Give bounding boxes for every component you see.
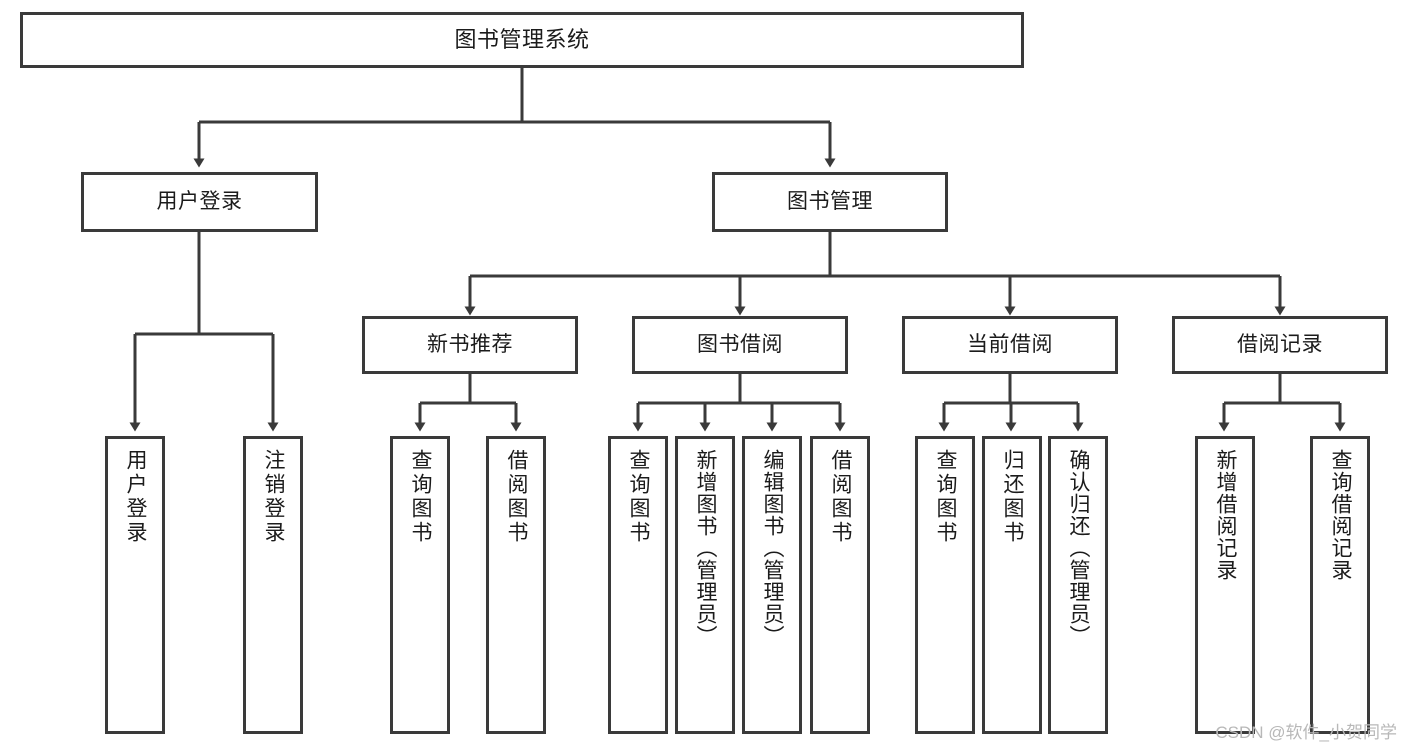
node-root-system[interactable]: 图书管理系统 (20, 12, 1024, 68)
node-new-book-recommend[interactable]: 新书推荐 (362, 316, 578, 374)
node-return-book[interactable]: 归还图书 (982, 436, 1042, 734)
node-book-borrow[interactable]: 图书借阅 (632, 316, 848, 374)
node-current-borrow[interactable]: 当前借阅 (902, 316, 1118, 374)
node-label: 新书推荐 (427, 332, 513, 356)
node-query-borrow-record[interactable]: 查询借阅记录 (1310, 436, 1370, 734)
node-label: 新增借阅记录 (1214, 449, 1238, 581)
node-label: 确认归还（管理员） (1067, 449, 1091, 647)
node-borrow-book-2[interactable]: 借阅图书 (810, 436, 870, 734)
node-label: 图书借阅 (697, 332, 783, 356)
node-label: 查询图书 (627, 449, 651, 545)
node-label: 用户登录 (156, 189, 243, 213)
node-label: 归还图书 (1001, 449, 1025, 545)
node-label: 查询图书 (934, 449, 958, 545)
node-label: 当前借阅 (967, 332, 1053, 356)
node-user-login[interactable]: 用户登录 (81, 172, 318, 232)
node-label: 图书管理系统 (454, 27, 590, 53)
node-query-book-1[interactable]: 查询图书 (390, 436, 450, 734)
csdn-watermark: CSDN @软件_小贺同学 (1215, 723, 1397, 742)
node-edit-book[interactable]: 编辑图书（管理员） (742, 436, 802, 734)
node-user-logout[interactable]: 注销登录 (243, 436, 303, 734)
node-book-management[interactable]: 图书管理 (712, 172, 948, 232)
node-label: 查询借阅记录 (1329, 449, 1353, 581)
node-label: 注销登录 (262, 449, 286, 545)
node-user-login-do[interactable]: 用户登录 (105, 436, 165, 734)
node-label: 编辑图书（管理员） (761, 449, 785, 647)
node-query-book-3[interactable]: 查询图书 (915, 436, 975, 734)
node-label: 新增图书（管理员） (694, 449, 718, 647)
node-confirm-return[interactable]: 确认归还（管理员） (1048, 436, 1108, 734)
node-borrow-book-1[interactable]: 借阅图书 (486, 436, 546, 734)
node-label: 查询图书 (409, 449, 433, 545)
node-label: 借阅图书 (505, 449, 529, 545)
node-add-book[interactable]: 新增图书（管理员） (675, 436, 735, 734)
node-label: 借阅记录 (1237, 332, 1323, 356)
node-add-borrow-record[interactable]: 新增借阅记录 (1195, 436, 1255, 734)
node-label: 用户登录 (124, 449, 148, 545)
node-query-book-2[interactable]: 查询图书 (608, 436, 668, 734)
node-label: 图书管理 (787, 189, 873, 213)
node-label: 借阅图书 (829, 449, 853, 545)
node-borrow-record[interactable]: 借阅记录 (1172, 316, 1388, 374)
